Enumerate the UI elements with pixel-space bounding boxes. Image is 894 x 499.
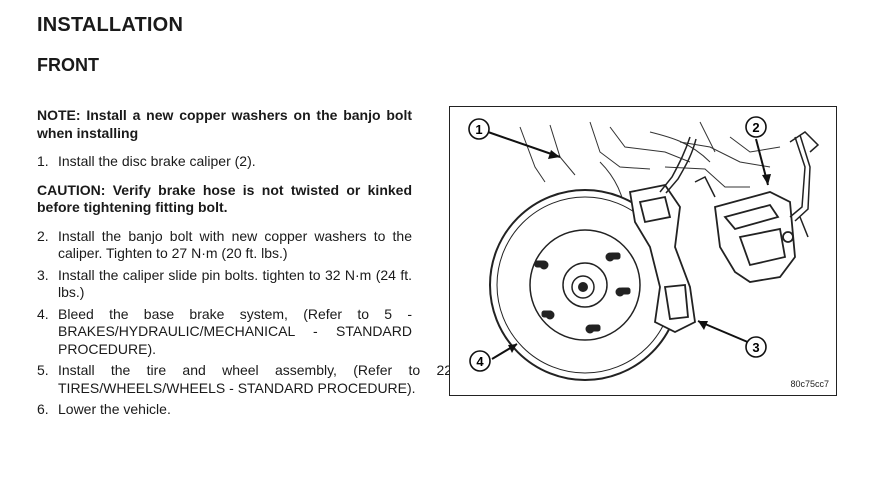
- caution-text: CAUTION: Verify brake hose is not twiste…: [37, 181, 412, 216]
- brake-caliper-figure: 1 2 3 4 80c75cc7: [449, 106, 837, 396]
- step-text: Install the tire and wheel assembly, (Re…: [58, 362, 473, 396]
- step-number: 4.: [37, 305, 49, 322]
- step-text: Install the disc brake caliper (2).: [58, 153, 256, 169]
- note-text: NOTE: Install a new copper washers on th…: [37, 107, 412, 141]
- brake-illustration: 1 2 3 4: [468, 116, 820, 381]
- callout-label: 2: [752, 120, 759, 135]
- brake-rotor: [489, 189, 681, 381]
- brake-hose: [659, 136, 716, 198]
- step-number: 2.: [37, 227, 49, 244]
- step-text: Install the banjo bolt with new copper w…: [58, 227, 412, 262]
- mounted-caliper: [628, 184, 696, 334]
- figure-id: 80c75cc7: [790, 379, 829, 389]
- disc-brake-caliper: [714, 191, 796, 283]
- callout-label: 1: [475, 122, 482, 137]
- step-item: 4. Bleed the base brake system, (Refer t…: [37, 306, 412, 359]
- callout-1: 1: [468, 118, 490, 140]
- section-subheading: FRONT: [37, 55, 99, 75]
- step-text: Bleed the base brake system, (Refer to 5…: [58, 305, 412, 357]
- step-item: 1. Install the disc brake caliper (2).: [37, 153, 412, 171]
- step-number: 3.: [37, 266, 49, 283]
- step-number: 6.: [37, 401, 49, 417]
- callout-3: 3: [745, 336, 767, 358]
- step-item: 5. Install the tire and wheel assembly, …: [37, 362, 473, 397]
- callout-2: 2: [745, 116, 767, 138]
- caliper-hose: [789, 131, 820, 238]
- callout-arrowheads: [508, 150, 771, 353]
- callout-label: 3: [752, 340, 759, 355]
- step-text: Install the caliper slide pin bolts. tig…: [58, 266, 412, 301]
- callout-label: 4: [476, 354, 484, 369]
- step-item: 3. Install the caliper slide pin bolts. …: [37, 267, 412, 302]
- step-item: 6. Lower the vehicle.: [37, 401, 412, 419]
- step-number: 5.: [37, 362, 49, 378]
- step-number: 1.: [37, 153, 49, 169]
- instruction-column: NOTE: Install a new copper washers on th…: [37, 107, 473, 419]
- step-text: Lower the vehicle.: [58, 401, 171, 417]
- step-item: 2. Install the banjo bolt with new coppe…: [37, 228, 412, 263]
- section-heading: INSTALLATION: [37, 14, 184, 36]
- callout-4: 4: [469, 350, 491, 372]
- wheel-studs: [534, 252, 631, 334]
